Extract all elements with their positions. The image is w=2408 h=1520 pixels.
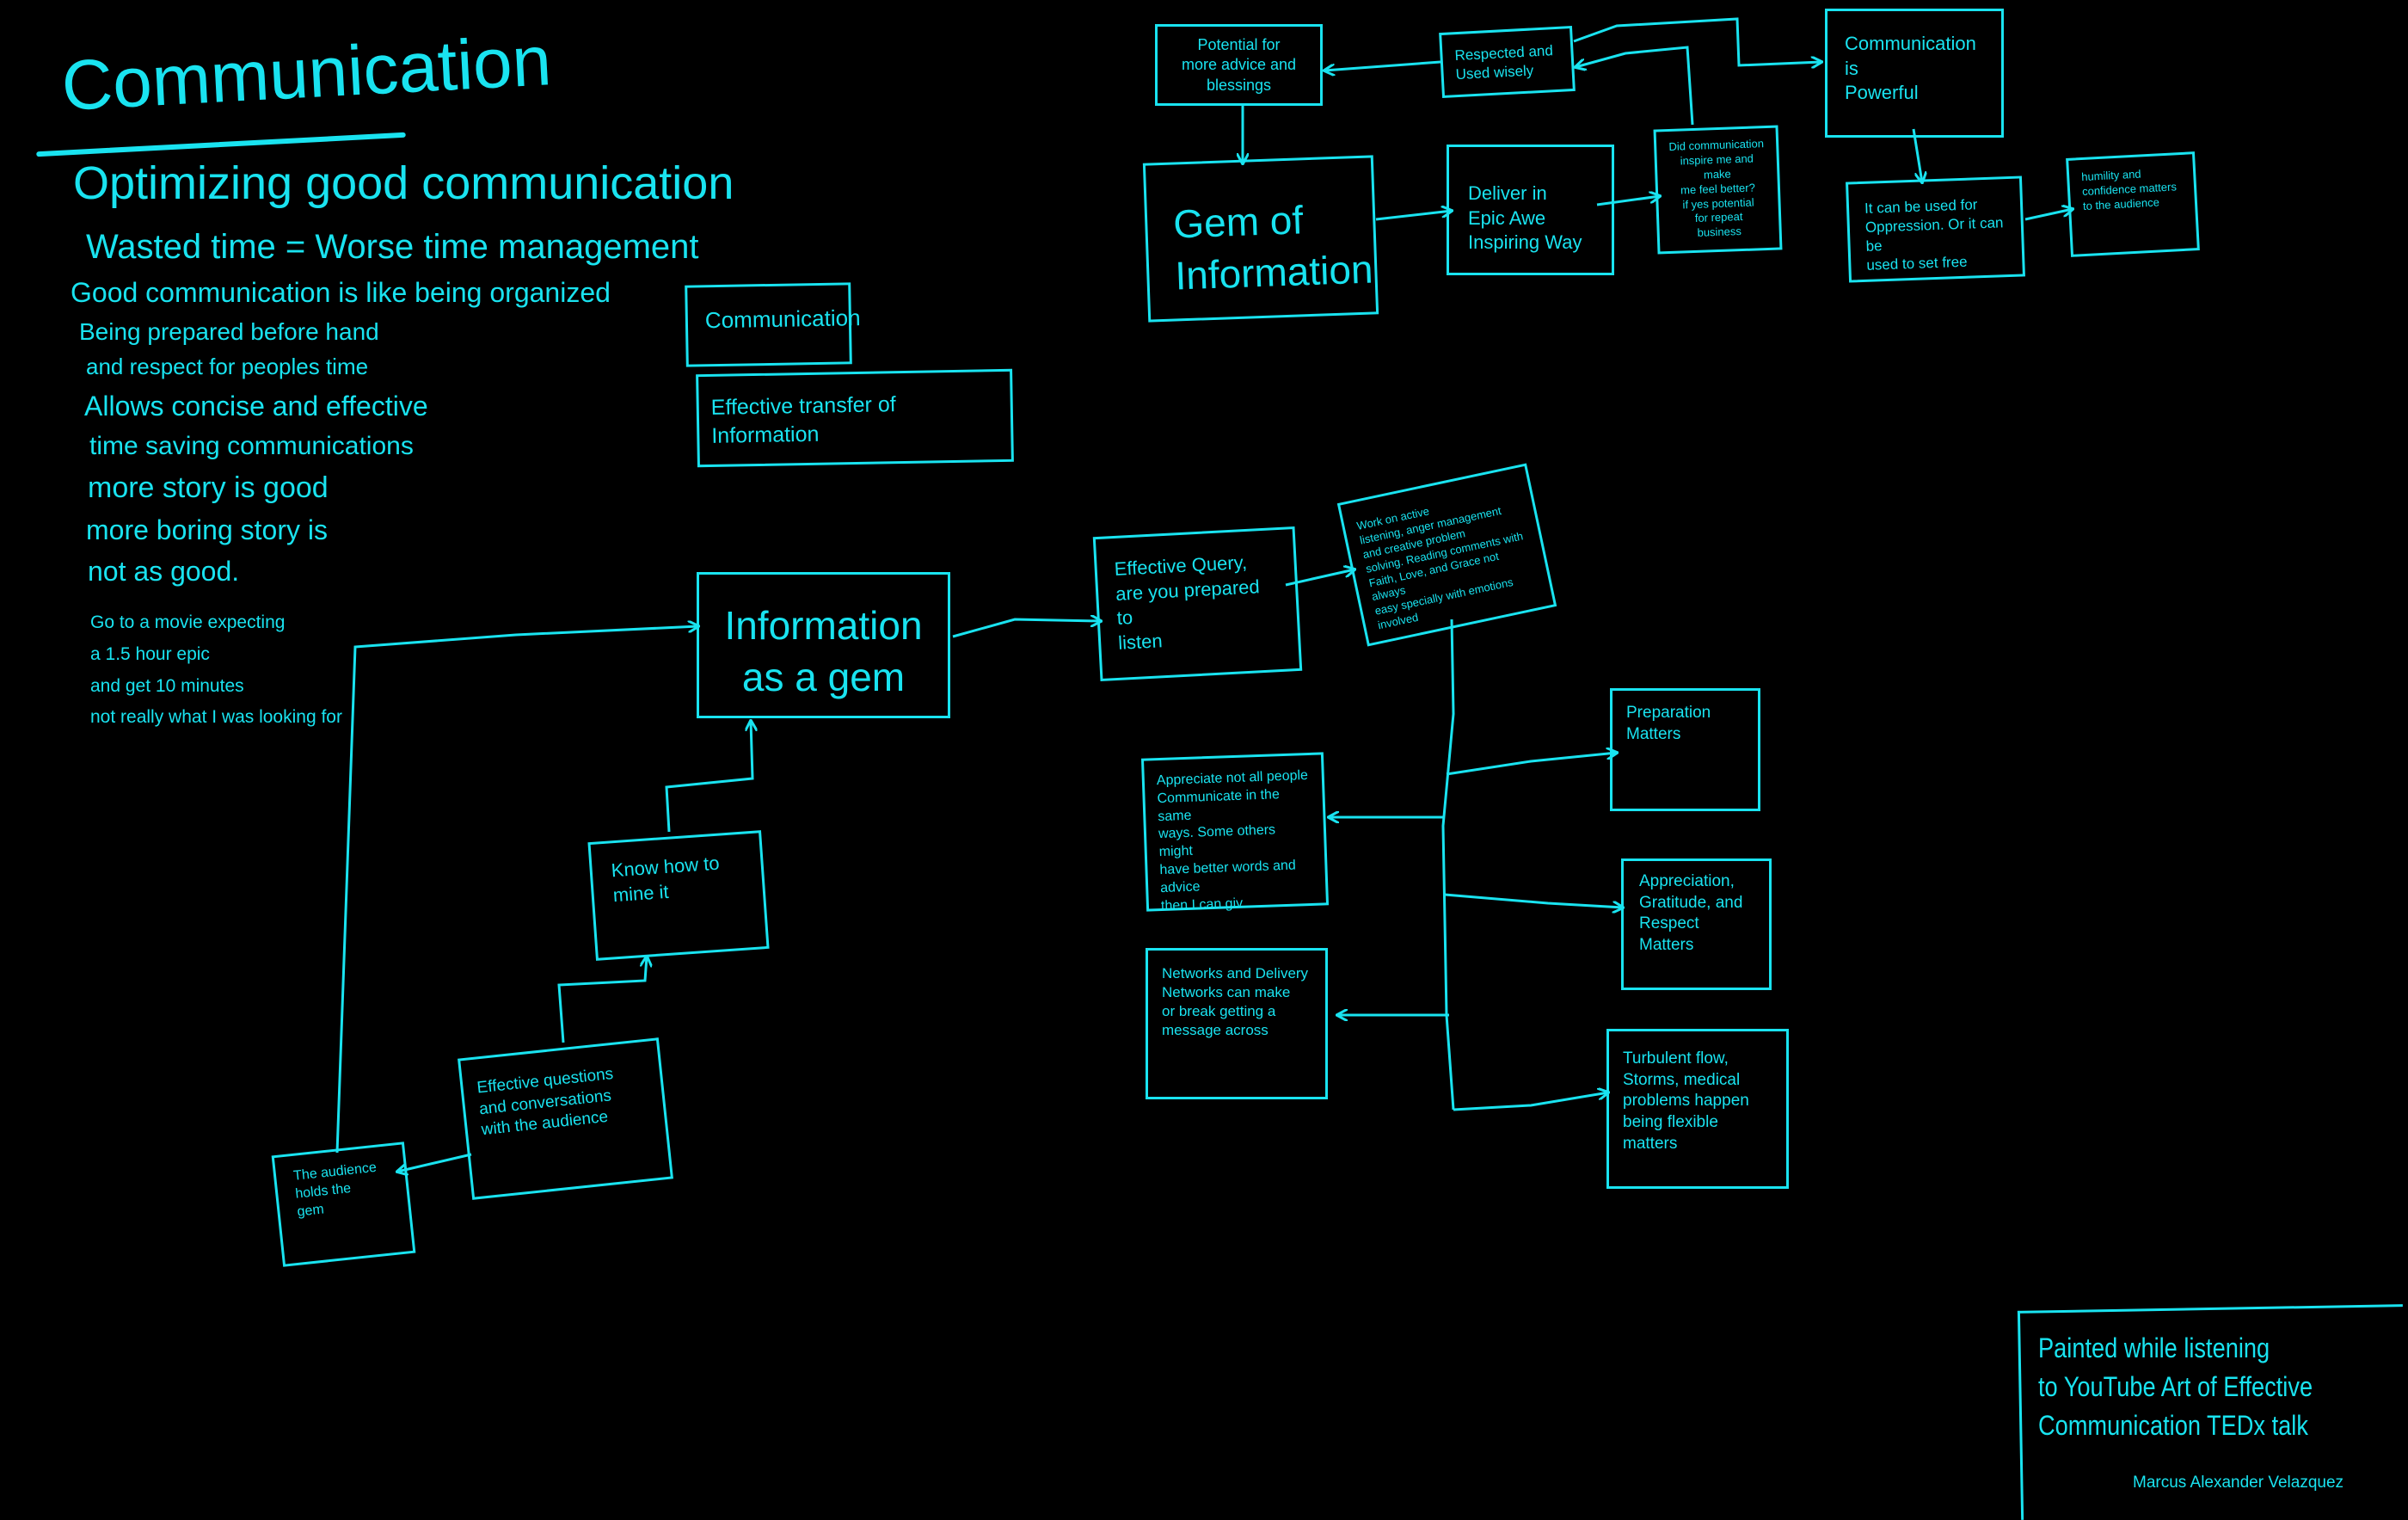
box-humility: humility and confidence matters to the a… [2066, 151, 2200, 257]
box-effective-questions: Effective questions and conversations wi… [458, 1037, 673, 1200]
arrow-audience-to-info-gem [335, 626, 698, 1154]
note-line: Wasted time = Worse time management [86, 228, 699, 266]
note-line: Allows concise and effective [84, 391, 428, 422]
note-line: more boring story is [86, 514, 328, 545]
note-line: and respect for peoples time [86, 354, 369, 379]
box-audience-holds-gem: The audience holds the gem [271, 1142, 416, 1267]
note-line: more story is good [88, 471, 329, 504]
box-networks: Networks and Delivery Networks can make … [1146, 948, 1328, 1099]
arrow-mine-to-info-gem [665, 721, 752, 833]
box-information-as-a-gem: Information as a gem [697, 572, 950, 718]
box-preparation: Preparation Matters [1610, 688, 1760, 811]
note-line: time saving communications [89, 432, 414, 460]
subtitle: Optimizing good communication [73, 157, 734, 209]
note-line: Being prepared before hand [79, 318, 379, 345]
box-deliver: Deliver in Epic Awe Inspiring Way [1447, 145, 1614, 275]
box-did-communication: Did communication inspire me and make me… [1653, 125, 1783, 255]
arrow-did-to-respected [1576, 46, 1694, 126]
arrow-to-preparation [1446, 753, 1617, 776]
box-effective-transfer: Effective transfer of Information [696, 368, 1014, 468]
box-communication-powerful: Communication is Powerful [1825, 9, 2004, 138]
box-appreciate: Appreciate not all people Communicate in… [1140, 752, 1330, 914]
arrow-info-gem-to-query [952, 619, 1101, 638]
box-gem-of-information: Gem of Information [1142, 155, 1379, 323]
credit-text: Painted while listening to YouTube Art o… [2038, 1332, 2313, 1441]
box-turbulent: Turbulent flow, Storms, medical problems… [1606, 1029, 1789, 1189]
arrow-query-to-active [1285, 569, 1354, 587]
author-signature: Marcus Alexander Velazquez [2133, 1474, 2344, 1492]
arrow-powerful-to-oppression [1912, 128, 1922, 182]
arrow-questions-to-mine [557, 957, 647, 1043]
line-trunk [1441, 618, 1455, 1111]
box-respected: Respected and Used wisely [1439, 25, 1576, 99]
box-communication: Communication [685, 282, 861, 367]
arrow-to-appreciation [1444, 893, 1623, 908]
box-effective-query: Effective Query, are you prepared to lis… [1092, 526, 1303, 682]
arrow-questions-to-audience [397, 1153, 472, 1172]
box-appreciation: Appreciation, Gratitude, and Respect Mat… [1621, 858, 1772, 990]
note-line: not as good. [88, 556, 240, 587]
arrow-oppression-to-humility [2024, 209, 2073, 221]
arrow-gem-to-deliver [1375, 211, 1452, 221]
box-oppression: It can be used for Oppression. Or it can… [1846, 175, 2025, 283]
movie-note: Go to a movie expecting a 1.5 hour epic … [90, 612, 342, 728]
arrow-respected-to-potential [1324, 60, 1441, 71]
arrow-deliver-to-did [1596, 196, 1660, 206]
box-potential: Potential for more advice and blessings [1155, 24, 1323, 106]
line-respected-to-powerful [1573, 17, 1821, 65]
box-mine-it: Know how to mine it [587, 830, 770, 961]
arrow-to-turbulent [1453, 1092, 1608, 1111]
note-line: Good communication is like being organiz… [71, 277, 611, 308]
